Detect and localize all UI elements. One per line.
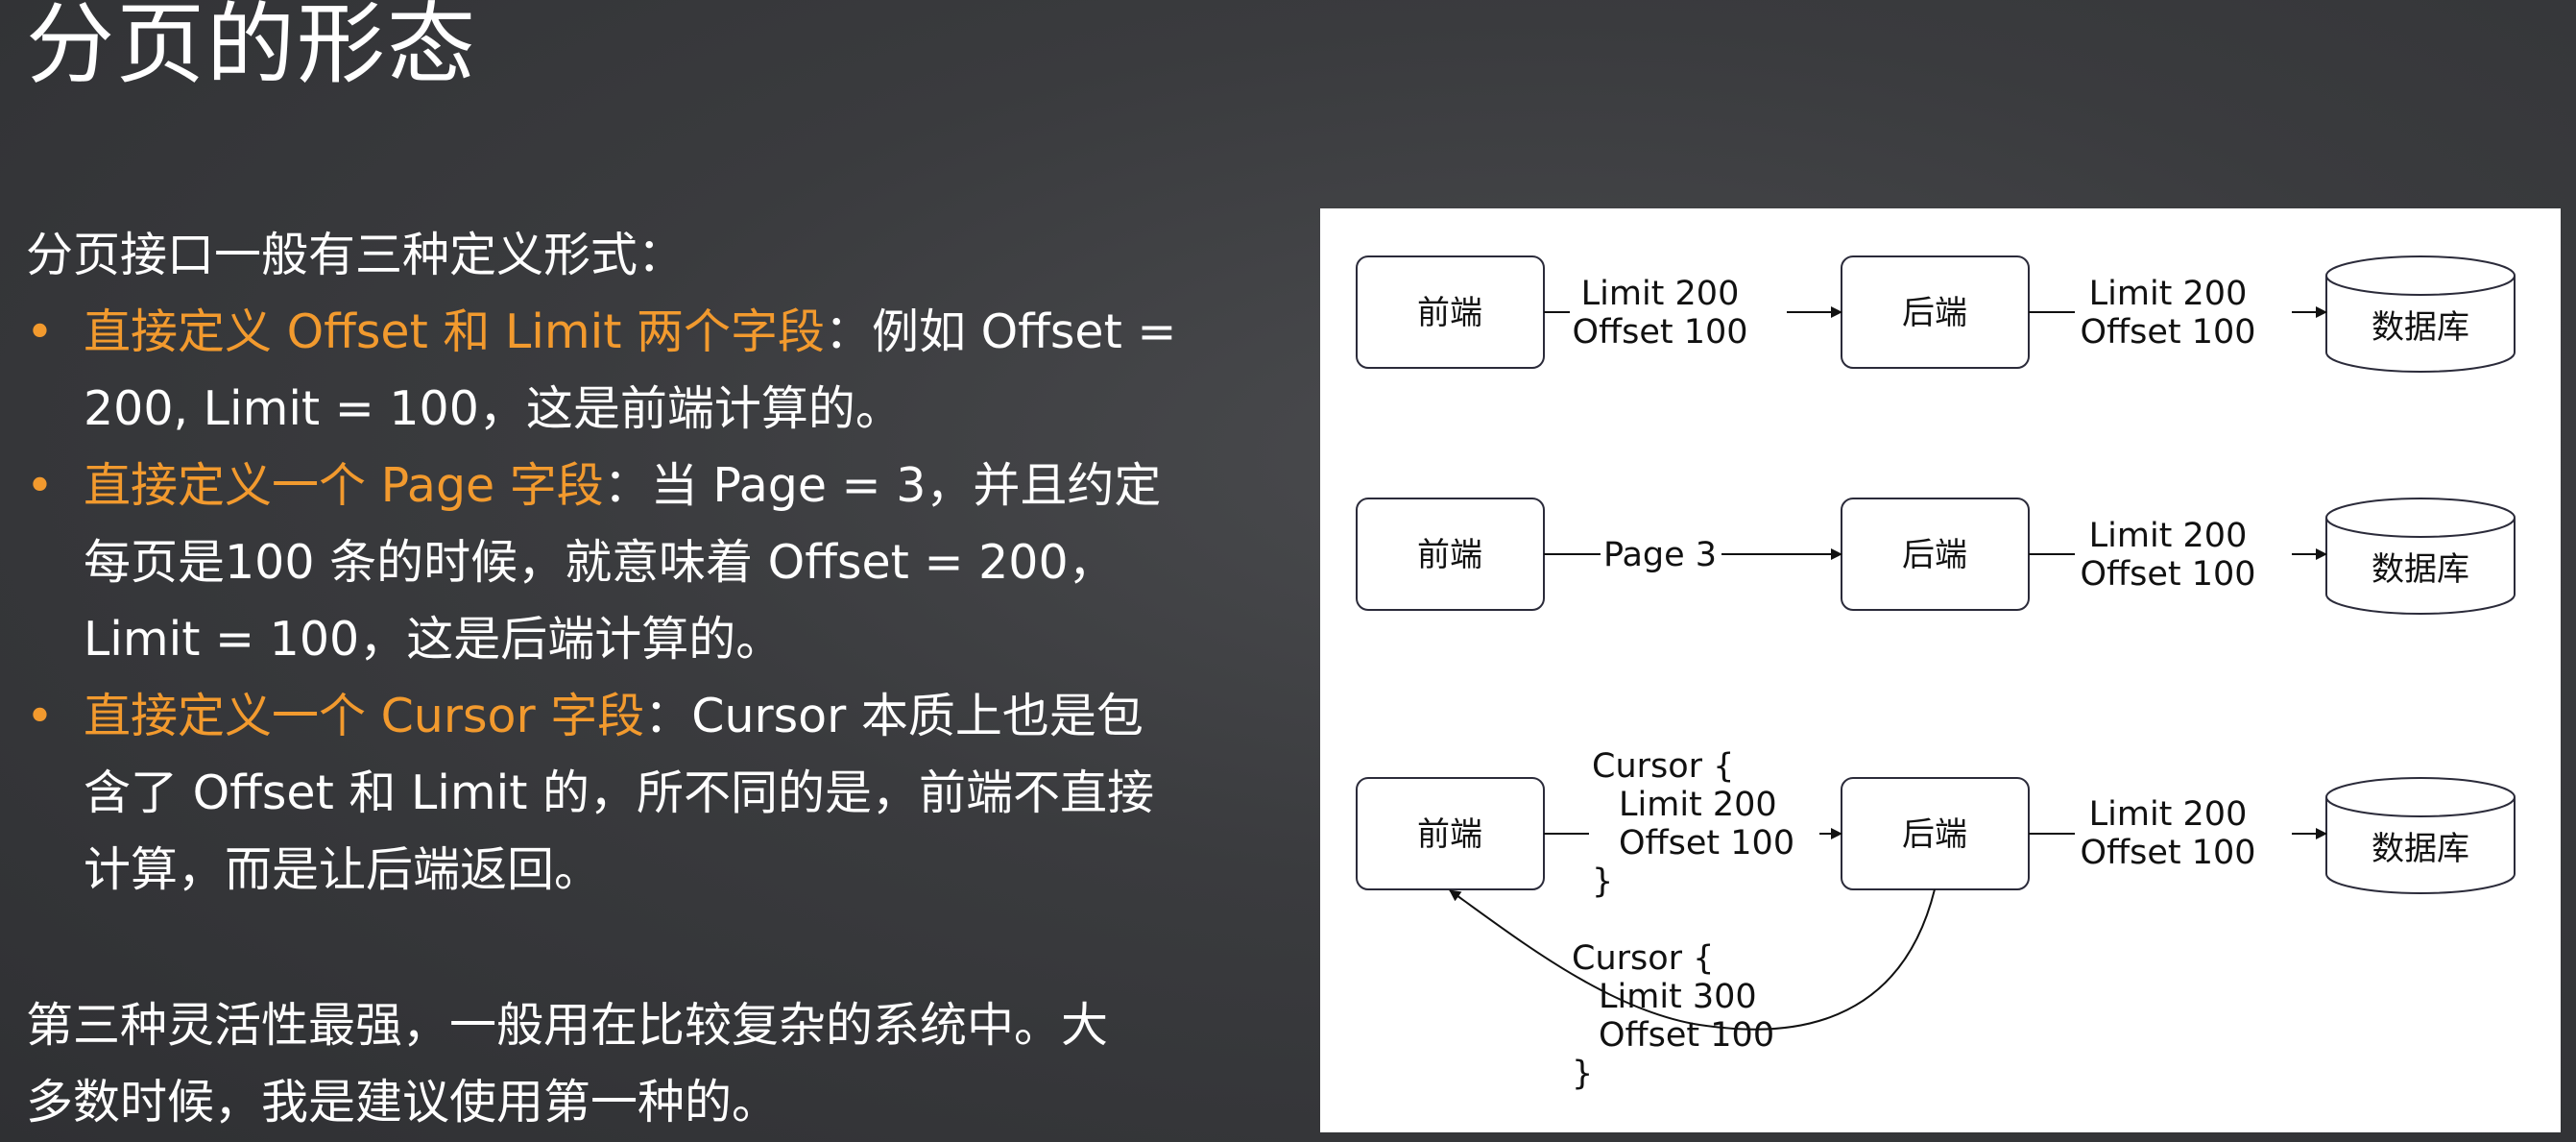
backend-label: 后端 xyxy=(1902,536,1967,574)
bullet-dot-icon: • xyxy=(26,458,54,513)
bullet-list: • 直接定义 Offset 和 Limit 两个字段：例如 Offset = 2… xyxy=(26,294,1178,909)
edge-label: } xyxy=(1592,863,1613,901)
intro-text: 分页接口一般有三种定义形式： xyxy=(26,228,686,282)
edge-label: Offset 100 xyxy=(2080,834,2255,872)
edge-label: Limit 300 xyxy=(1599,978,1757,1016)
edge-label: Page 3 xyxy=(1603,536,1717,574)
diagram-row-2: 前端 后端 数据库 Page 3 Limit 200 Offset 100 xyxy=(1356,498,2516,615)
edge-label: Offset 100 xyxy=(2080,313,2255,352)
bullet-text: ：例如 Offset = xyxy=(825,304,1177,359)
bullet-highlight: 直接定义一个 Page 字段 xyxy=(84,458,604,513)
bullet-dot-icon: • xyxy=(26,689,54,743)
backend-label: 后端 xyxy=(1902,294,1967,332)
bullet-dot-icon: • xyxy=(26,304,54,359)
bullet-text: Limit = 100，这是后端计算的。 xyxy=(84,612,783,667)
database-label: 数据库 xyxy=(2371,830,2469,868)
diagram-svg: 前端 后端 数据库 Limit 200 Offset 100 Limit 200… xyxy=(1356,255,2516,1093)
edge-label: Limit 200 xyxy=(2089,517,2248,555)
bullet-text: 含了 Offset 和 Limit 的，所不同的是，前端不直接 xyxy=(84,765,1154,820)
bullet-text: ：当 Page = 3，并且约定 xyxy=(603,458,1162,513)
database-node xyxy=(2325,255,2516,373)
frontend-label: 前端 xyxy=(1417,815,1482,854)
bullet-text: 200, Limit = 100，这是前端计算的。 xyxy=(84,381,903,436)
frontend-label: 前端 xyxy=(1417,536,1482,574)
backend-label: 后端 xyxy=(1902,815,1967,854)
edge-label: Limit 200 xyxy=(2089,795,2248,834)
bullet-item-offset-limit: • 直接定义 Offset 和 Limit 两个字段：例如 Offset = 2… xyxy=(26,294,1178,448)
pagination-diagram: 前端 后端 数据库 Limit 200 Offset 100 Limit 200… xyxy=(1320,208,2561,1132)
edge-label: Cursor { xyxy=(1592,747,1734,786)
diagram-row-1: 前端 后端 数据库 Limit 200 Offset 100 Limit 200… xyxy=(1356,255,2516,373)
edge-label: Offset 100 xyxy=(2080,555,2255,594)
edge-label: Offset 100 xyxy=(1599,1016,1774,1055)
edge-label: Cursor { xyxy=(1572,939,1714,978)
closing-line: 多数时候，我是建议使用第一种的。 xyxy=(26,1075,780,1130)
closing-line: 第三种灵活性最强，一般用在比较复杂的系统中。大 xyxy=(26,998,1109,1053)
edge-label: } xyxy=(1572,1055,1593,1093)
bullet-highlight: 直接定义 Offset 和 Limit 两个字段 xyxy=(84,304,825,359)
diagram-row-3: 前端 后端 数据库 Cursor { Limit 200 Offset 100 … xyxy=(1356,747,2516,1093)
bullet-text: ：Cursor 本质上也是包 xyxy=(644,689,1144,743)
bullet-item-cursor: • 直接定义一个 Cursor 字段：Cursor 本质上也是包 含了 Offs… xyxy=(26,678,1178,909)
page-title: 分页的形态 xyxy=(26,0,478,96)
database-node xyxy=(2325,498,2516,615)
database-label: 数据库 xyxy=(2371,308,2469,347)
edge-label: Offset 100 xyxy=(1619,824,1794,863)
edge-label: Limit 200 xyxy=(1581,275,1740,313)
edge-label: Limit 200 xyxy=(2089,275,2248,313)
bullet-text: 计算，而是让后端返回。 xyxy=(84,842,602,897)
database-label: 数据库 xyxy=(2371,550,2469,589)
bullet-item-page: • 直接定义一个 Page 字段：当 Page = 3，并且约定 每页是100 … xyxy=(26,448,1178,678)
frontend-label: 前端 xyxy=(1417,294,1482,332)
database-node xyxy=(2325,777,2516,894)
closing-text: 第三种灵活性最强，一般用在比较复杂的系统中。大 多数时候，我是建议使用第一种的。 xyxy=(26,987,1178,1141)
edge-label: Offset 100 xyxy=(1572,313,1747,352)
edge-label: Limit 200 xyxy=(1619,786,1777,824)
bullet-highlight: 直接定义一个 Cursor 字段 xyxy=(84,689,645,743)
main-content: 分页接口一般有三种定义形式： • 直接定义 Offset 和 Limit 两个字… xyxy=(26,217,1178,1141)
arrow-be-to-fe xyxy=(1449,888,1936,1031)
bullet-text: 每页是100 条的时候，就意味着 Offset = 200， xyxy=(84,535,1116,590)
